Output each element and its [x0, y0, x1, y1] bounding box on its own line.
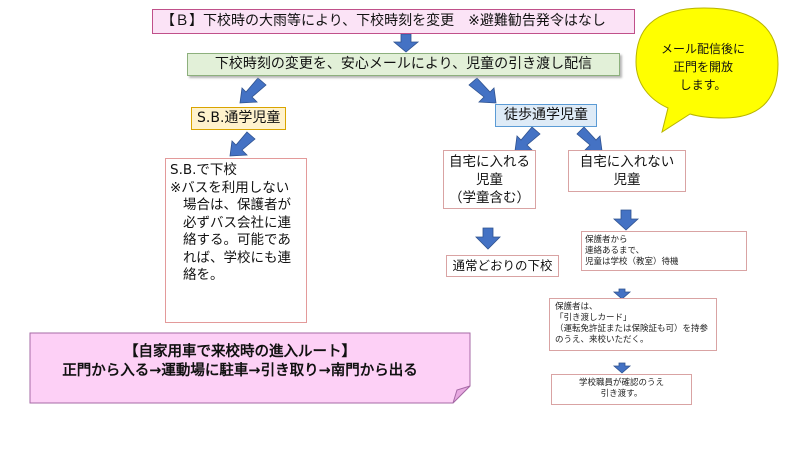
callout-line: 正門を開放: [672, 60, 733, 74]
arrow-down-left-icon: [239, 77, 267, 104]
scenario-title: 【Ｂ】下校時の大雨等により、下校時刻を変更 ※避難勧告発令はなし: [152, 9, 635, 34]
sb-detail-body: ※バスを利用しない場合は、保護者が必ずバス会社に連絡する。可能であれば、学校にも…: [170, 179, 291, 284]
walking-students-label: 徒歩通学児童: [495, 104, 597, 127]
home-accessible-line: 自宅に入れる: [449, 154, 530, 170]
handover-line: 引き渡す。: [600, 389, 643, 399]
arrow-down-right-icon: [468, 77, 497, 104]
home-inaccessible-line: 自宅に入れない: [579, 154, 675, 170]
callout-line: メール配信後に: [660, 42, 745, 56]
sb-detail-box: S.B.で下校 ※バスを利用しない場合は、保護者が必ずバス会社に連絡する。可能で…: [165, 158, 307, 323]
handover-step: 学校職員が確認のうえ 引き渡す。: [551, 374, 692, 405]
mail-notify-step: 下校時刻の変更を、安心メールにより、児童の引き渡し配信: [187, 53, 620, 76]
arrow-down-icon: [612, 362, 632, 374]
arrow-down-left-icon: [514, 126, 541, 152]
car-route-text: 正門から入る→運動場に駐車→引き取り→南門から出る: [62, 363, 418, 379]
arrow-down-icon: [612, 209, 640, 231]
car-route-note: 【自家用車で来校時の進入ルート】 正門から入る→運動場に駐車→引き取り→南門から…: [30, 343, 450, 381]
home-inaccessible-box: 自宅に入れない 児童: [568, 150, 686, 192]
car-route-title: 【自家用車で来校時の進入ルート】: [124, 344, 356, 360]
sb-detail-title: S.B.で下校: [170, 162, 237, 178]
home-inaccessible-line: 児童: [613, 172, 641, 188]
guardian-visit-step: 保護者は、 「引き渡しカード」 （運転免許証または保険証も可）を持参のうえ、来校…: [549, 298, 717, 351]
handover-line: 学校職員が確認のうえ: [578, 378, 664, 388]
sb-students-label: S.B.通学児童: [191, 107, 286, 130]
callout-line: します。: [679, 78, 727, 92]
arrow-down-right-icon: [576, 126, 603, 152]
arrow-down-left-icon: [229, 131, 256, 157]
arrow-down-icon: [392, 33, 420, 53]
home-accessible-box: 自宅に入れる 児童 （学童含む）: [443, 150, 536, 209]
wait-at-school-step: 保護者から 連絡あるまで、 児童は学校（教室）待機: [581, 231, 747, 271]
arrow-down-icon: [612, 288, 632, 300]
home-accessible-line: （学童含む）: [449, 190, 530, 206]
normal-dismissal-box: 通常どおりの下校: [446, 255, 559, 277]
home-accessible-line: 児童: [476, 172, 503, 188]
callout-text: メール配信後に 正門を開放 します。: [653, 40, 753, 94]
arrow-down-icon: [475, 227, 501, 250]
